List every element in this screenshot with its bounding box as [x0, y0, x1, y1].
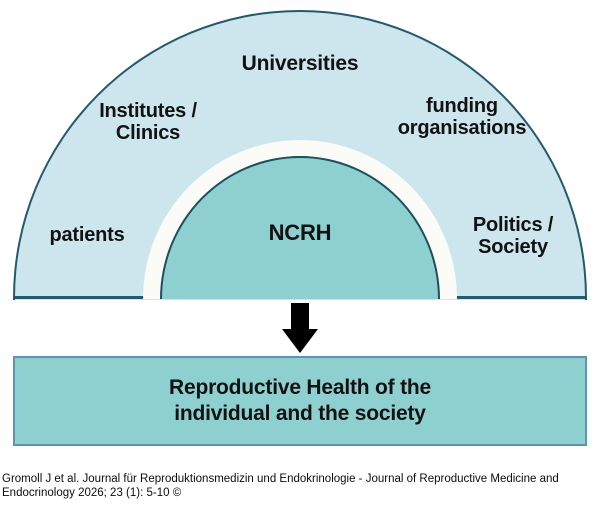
- core-label-ncrh: NCRH: [268, 220, 332, 245]
- stakeholder-label-patients: patients: [49, 224, 125, 246]
- stakeholder-label-universities: Universities: [241, 52, 359, 75]
- down-arrow-icon: [282, 303, 318, 353]
- core-dome-clip: [160, 156, 440, 299]
- stakeholder-label-politics-society: Politics /Society: [472, 214, 554, 259]
- down-arrow-shaft: [291, 303, 309, 330]
- stakeholder-label-institutes-clinics: Institutes /Clinics: [99, 100, 197, 145]
- figure-citation: Gromoll J et al. Journal für Reproduktio…: [2, 473, 559, 500]
- down-arrow-head: [282, 329, 318, 353]
